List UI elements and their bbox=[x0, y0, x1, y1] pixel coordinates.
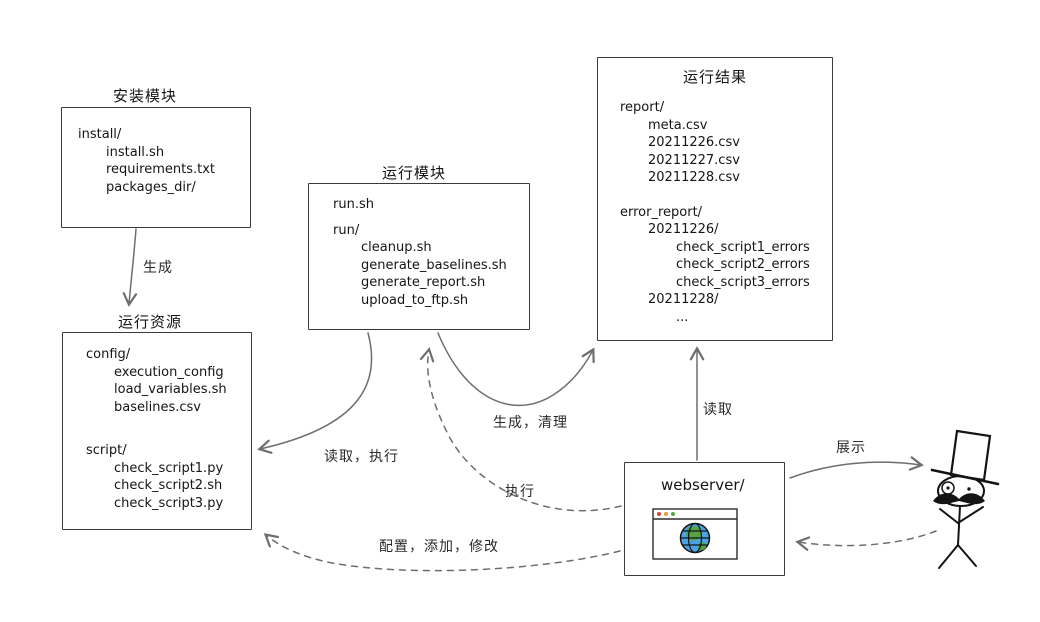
display-arrow-label: 展示 bbox=[836, 440, 866, 456]
file-entry bbox=[620, 187, 810, 204]
read-execute-arrow bbox=[257, 332, 373, 454]
file-entry: cleanup.sh bbox=[361, 240, 432, 255]
file-entry: check_script2_errors bbox=[676, 257, 810, 272]
file-entry: generate_report.sh bbox=[361, 275, 486, 290]
run-results-title: 运行结果 bbox=[683, 68, 748, 86]
file-entry: check_script3_errors bbox=[676, 274, 810, 290]
install-module-title: 安装模块 bbox=[113, 87, 178, 105]
execute-arrow-label: 执行 bbox=[505, 484, 535, 500]
file-entry: ... bbox=[676, 309, 689, 325]
file-entry: requirements.txt bbox=[106, 162, 216, 177]
user-feedback-arrow bbox=[795, 530, 937, 551]
file-entry: 20211228.csv bbox=[648, 170, 740, 185]
file-entry: packages_dir/ bbox=[106, 179, 196, 195]
read-arrow-label: 读取 bbox=[703, 402, 733, 418]
file-entry bbox=[333, 214, 507, 222]
file-entry: execution_config bbox=[114, 364, 224, 380]
webserver-title: webserver/ bbox=[661, 476, 745, 494]
display-arrow bbox=[789, 456, 924, 479]
execute-arrow bbox=[419, 347, 622, 512]
file-entry: check_script2.sh bbox=[114, 478, 223, 493]
file-entry: run.sh bbox=[333, 197, 374, 212]
generate-clean-arrow-label: 生成，清理 bbox=[493, 415, 568, 431]
file-entry: meta.csv bbox=[648, 117, 708, 133]
run-module-box bbox=[308, 183, 530, 330]
file-entry: error_report/ bbox=[620, 204, 703, 220]
file-entry: 20211228/ bbox=[648, 292, 719, 307]
file-entry: check_script1.py bbox=[114, 460, 224, 476]
install-module-box bbox=[61, 107, 251, 228]
run-file-list: run.sh run/cleanup.sh generate_baselines.s… bbox=[333, 196, 507, 309]
file-entry: load_variables.sh bbox=[114, 382, 227, 397]
results-file-list: report/meta.csv 20211226.csv 20211227.csv 2… bbox=[620, 99, 810, 326]
file-entry: 20211226/ bbox=[648, 222, 719, 237]
run-resources-box bbox=[62, 332, 252, 530]
file-entry: install/ bbox=[78, 127, 122, 142]
file-entry: generate_baselines.sh bbox=[361, 257, 507, 273]
file-entry: script/ bbox=[86, 443, 127, 458]
file-entry: baselines.csv bbox=[114, 399, 201, 415]
generate-clean-arrow bbox=[437, 332, 595, 407]
run-module-title: 运行模块 bbox=[382, 164, 447, 182]
configure-add-modify-arrow bbox=[263, 533, 621, 572]
file-entry: 20211227.csv bbox=[648, 152, 740, 168]
run-resources-title: 运行资源 bbox=[118, 313, 183, 331]
generate-arrow bbox=[122, 228, 138, 307]
file-entry: install.sh bbox=[106, 144, 165, 160]
install-file-list: install/install.sh requirements.txt packag… bbox=[78, 126, 215, 196]
file-entry: check_script1_errors bbox=[676, 239, 810, 255]
file-entry: run/ bbox=[333, 222, 360, 238]
configure-add-modify-arrow-label: 配置，添加，修改 bbox=[379, 539, 499, 555]
file-entry: upload_to_ftp.sh bbox=[361, 292, 469, 308]
file-entry: check_script3.py bbox=[114, 495, 224, 511]
file-entry: 20211226.csv bbox=[648, 135, 740, 150]
file-entry bbox=[86, 416, 227, 442]
file-entry: report/ bbox=[620, 100, 665, 115]
run-results-box bbox=[597, 57, 833, 341]
resources-file-list: config/execution_config load_variables.sh… bbox=[86, 346, 227, 512]
read-execute-arrow-label: 读取，执行 bbox=[324, 449, 399, 465]
file-entry: config/ bbox=[86, 347, 131, 362]
generate-arrow-label: 生成 bbox=[143, 260, 173, 276]
